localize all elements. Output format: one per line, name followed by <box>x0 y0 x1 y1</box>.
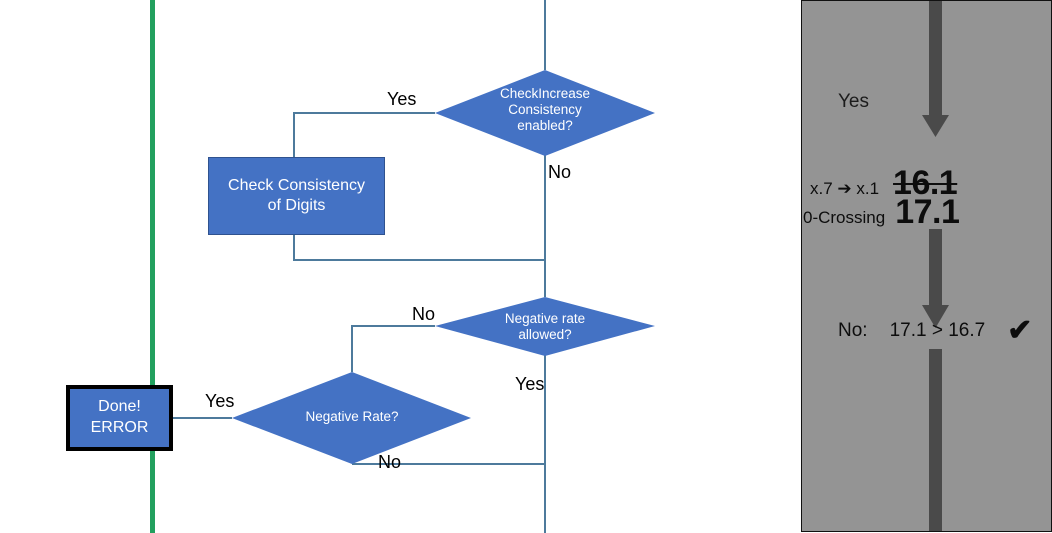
node-check-increase-consistency-shape <box>435 70 655 156</box>
edge-label-negrate-yes: Yes <box>205 391 235 411</box>
panel-comparison-row: No: 17.1 > 16.7 ✔ <box>838 316 1032 346</box>
edge-label-increase-yes: Yes <box>387 89 417 109</box>
node-done-error-line1: Done! <box>98 398 141 416</box>
node-done-error-line2: ERROR <box>90 419 149 436</box>
panel-arrow-mid-head <box>922 305 949 328</box>
node-done-error[interactable]: Done! ERROR <box>66 385 173 451</box>
edge-label-negrate-allowed-yes: Yes <box>515 374 545 394</box>
panel-arrow-top-shaft <box>929 1 942 119</box>
edge-label-negrate-allowed-no: No <box>412 304 436 324</box>
panel-branch-label: Yes <box>838 91 869 112</box>
panel-calc-row-2: 0-Crossing 17.1 <box>803 193 960 232</box>
node-negative-rate-allowed-shape <box>435 297 655 356</box>
panel-arrow-graphics <box>922 1 949 531</box>
panel-comparison-prefix: No: <box>838 320 868 341</box>
panel-arrow-mid-shaft <box>929 229 942 309</box>
connector-yes-to-consistency <box>293 112 435 157</box>
edge-label-negrate-no: No <box>378 452 402 472</box>
annotation-panel: Yes x.7 ➔ x.1 16.1 0-Crossing 17.1 No: 1… <box>801 0 1052 532</box>
panel-calc-value-1: 16.1 <box>893 164 958 202</box>
connector-negrate-allowed-no <box>351 325 435 372</box>
node-check-consistency-of-digits[interactable]: Check Consistency of Digits <box>208 157 385 235</box>
check-mark-icon: ✔ <box>1007 314 1033 347</box>
panel-calc-row-1: x.7 ➔ x.1 16.1 <box>810 164 958 203</box>
panel-arrow-bottom-shaft <box>929 349 942 531</box>
panel-calc-label-1: x.7 ➔ x.1 <box>810 179 880 198</box>
panel-calc-label-2: 0-Crossing <box>803 208 886 227</box>
edge-label-increase-no: No <box>548 162 572 182</box>
panel-calc-value-2: 17.1 <box>895 193 960 231</box>
node-negative-rate-shape <box>232 372 471 464</box>
panel-comparison-expression: 17.1 > 16.7 <box>889 320 986 341</box>
connector-consistency-return <box>293 235 545 261</box>
green-divider-line <box>150 0 155 533</box>
panel-arrow-top-head <box>922 115 949 137</box>
